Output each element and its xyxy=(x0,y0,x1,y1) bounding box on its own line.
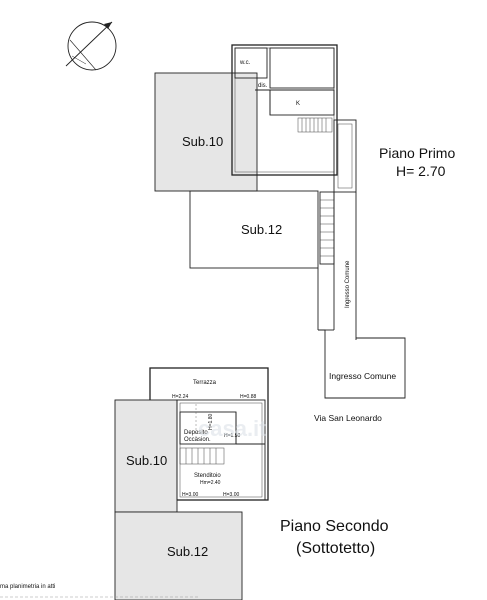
floor2-height-088: H=0.88 xyxy=(240,394,256,400)
floor1-plan xyxy=(154,44,406,399)
floor2-sub12-area xyxy=(114,511,243,600)
floor1-dis-label: dis. xyxy=(258,83,268,89)
floor1-kitchen-label: K xyxy=(296,101,300,107)
floor1-sub12-label: Sub.12 xyxy=(241,222,282,237)
floor1-height: H= 2.70 xyxy=(396,163,446,179)
floor2-height-300b: H=3.00 xyxy=(223,492,239,498)
floor1-ingresso-label: Ingresso Comune xyxy=(329,371,396,381)
floor2-deposito-label-2: Occasion. xyxy=(184,437,211,443)
floor2-height-180: H=1.80 xyxy=(208,414,214,430)
floor1-ingresso-box xyxy=(318,329,406,399)
floor2-height-300a: H=3.00 xyxy=(182,492,198,498)
floor1-apartment-outline xyxy=(231,44,338,176)
floor1-ingresso-vertical-label: Ingresso Comune xyxy=(345,260,351,308)
floor2-deposito-label: Deposito xyxy=(184,430,208,436)
floor1-title: Piano Primo xyxy=(379,145,455,161)
floor1-wc-room xyxy=(234,47,268,79)
floor1-sub12-area xyxy=(189,190,319,269)
floor2-height-224: H=2.24 xyxy=(172,394,188,400)
footer-note: ma planimetria in atti xyxy=(0,584,55,590)
floor2-stairs xyxy=(179,447,225,465)
floor1-entrance-stairs xyxy=(319,191,335,265)
floor2-sub10-label: Sub.10 xyxy=(126,453,167,468)
floor2-height-150: H=1.50 xyxy=(224,433,240,439)
floor2-stenditoio-label: Stenditoio xyxy=(194,473,221,479)
floor2-sub12-label: Sub.12 xyxy=(167,544,208,559)
floor2-title: Piano Secondo xyxy=(280,518,389,535)
floor1-sub10-label: Sub.10 xyxy=(182,134,223,149)
floor2-terrazza-label: Terrazza xyxy=(193,380,217,386)
floor1-sub10-area xyxy=(154,72,258,192)
floor1-kitchen-room xyxy=(269,89,335,116)
north-arrow-icon xyxy=(65,21,117,71)
floor1-stairs xyxy=(297,117,333,133)
floor2-plan xyxy=(114,367,269,600)
floor2-stenditoio-height: Hm=2.40 xyxy=(200,480,221,486)
street-label: Via San Leonardo xyxy=(314,413,382,423)
floor1-wc-label: w.c. xyxy=(239,60,251,66)
watermark-text: casa.it xyxy=(198,416,267,441)
floor2-subtitle: (Sottotetto) xyxy=(296,540,375,557)
